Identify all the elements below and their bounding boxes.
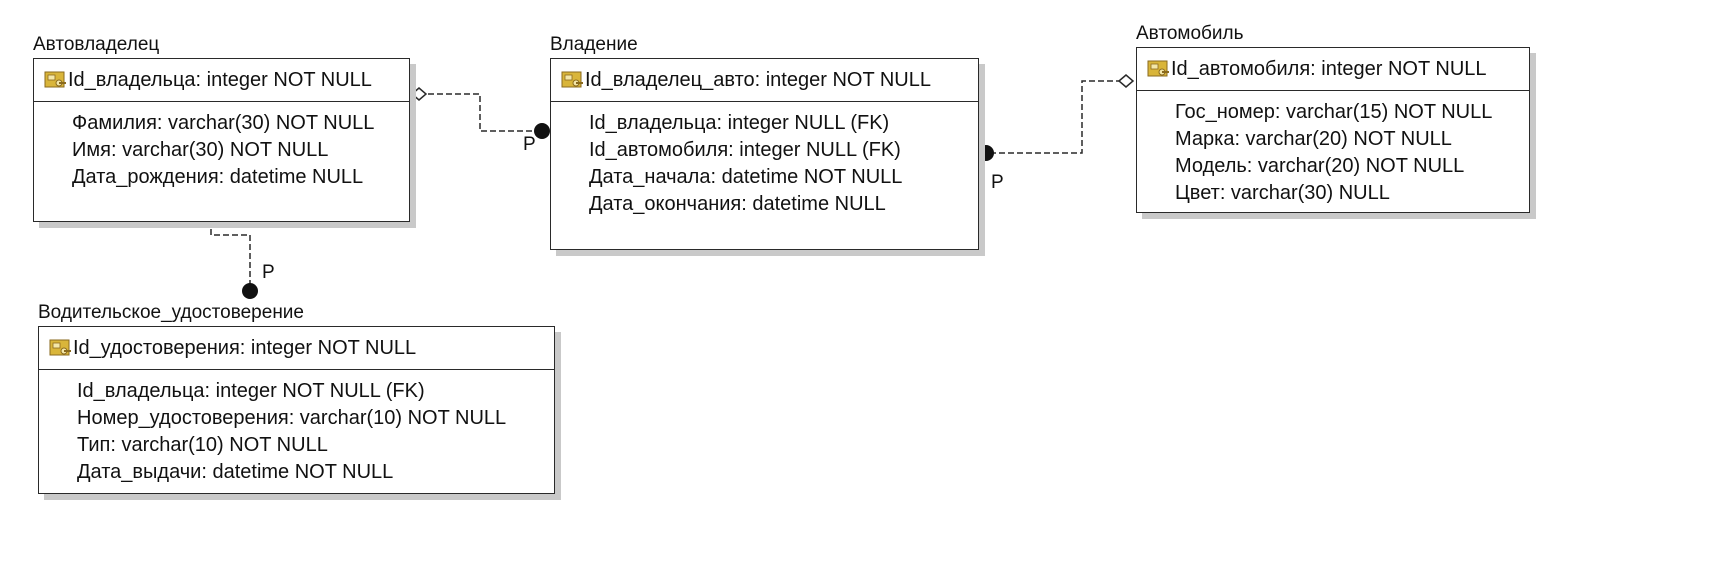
entity-car-box[interactable]: Id_автомобиля: integer NOT NULL Гос_номе… — [1136, 47, 1530, 213]
primary-key-icon — [44, 71, 66, 88]
attribute-row[interactable]: Гос_номер: varchar(15) NOT NULL — [1175, 101, 1493, 123]
entity-ownership-title: Владение — [550, 34, 638, 55]
entity-license[interactable]: Водительское_удостоверение Id_удостовере… — [38, 302, 555, 494]
attribute-row[interactable]: Фамилия: varchar(30) NOT NULL — [72, 112, 375, 134]
entity-car-pk-row[interactable]: Id_автомобиля: integer NOT NULL — [1137, 48, 1529, 91]
primary-key-icon — [1147, 60, 1169, 77]
relationship-dot-icon — [978, 145, 994, 161]
entity-car-title: Автомобиль — [1136, 23, 1244, 44]
primary-key-icon — [49, 339, 71, 356]
entity-license-pk-row[interactable]: Id_удостоверения: integer NOT NULL — [39, 327, 554, 370]
entity-car[interactable]: Автомобиль Id_автомобиля: integer NOT NU… — [1136, 23, 1530, 213]
relationship-dot-icon — [534, 123, 550, 139]
relationship-car-ownership — [978, 74, 1135, 161]
primary-key-icon — [561, 71, 583, 88]
relationship-dot-icon — [242, 283, 258, 299]
entity-car-pk: Id_автомобиля: integer NOT NULL — [1171, 57, 1487, 80]
relationship-label-owner-ownership: P — [523, 134, 536, 155]
entity-owner-pk-row[interactable]: Id_владельца: integer NOT NULL — [34, 59, 409, 102]
entity-ownership[interactable]: Владение Id_владелец_авто: integer NOT N… — [550, 34, 979, 250]
entity-owner-title: Автовладелец — [33, 34, 160, 55]
relationship-diamond-icon — [410, 87, 428, 101]
entity-car-attributes: Гос_номер: varchar(15) NOT NULL Марка: v… — [1137, 91, 1529, 215]
relationship-label-owner-license: P — [262, 262, 275, 283]
relationship-label-car-ownership: P — [991, 172, 1004, 193]
attribute-row[interactable]: Id_владельца: integer NULL (FK) — [589, 112, 890, 134]
entity-owner-attributes: Фамилия: varchar(30) NOT NULL Имя: varch… — [34, 102, 409, 199]
attribute-row[interactable]: Дата_рождения: datetime NULL — [72, 166, 364, 188]
attribute-row[interactable]: Дата_начала: datetime NOT NULL — [589, 166, 903, 188]
attribute-row[interactable]: Номер_удостоверения: varchar(10) NOT NUL… — [77, 407, 507, 429]
attribute-row[interactable]: Тип: varchar(10) NOT NULL — [77, 434, 328, 456]
entity-ownership-box[interactable]: Id_владелец_авто: integer NOT NULL Id_вл… — [550, 58, 979, 250]
attribute-row[interactable]: Id_владельца: integer NOT NULL (FK) — [77, 380, 425, 402]
attribute-row[interactable]: Модель: varchar(20) NOT NULL — [1175, 155, 1465, 177]
entity-owner[interactable]: Автовладелец Id_владельца: integer NOT N… — [33, 34, 410, 222]
attribute-row[interactable]: Дата_окончания: datetime NULL — [589, 193, 886, 215]
attribute-row[interactable]: Цвет: varchar(30) NULL — [1175, 182, 1390, 204]
relationship-diamond-icon — [1117, 74, 1135, 88]
entity-owner-box[interactable]: Id_владельца: integer NOT NULL Фамилия: … — [33, 58, 410, 222]
attribute-row[interactable]: Id_автомобиля: integer NULL (FK) — [589, 139, 901, 161]
attribute-row[interactable]: Дата_выдачи: datetime NOT NULL — [77, 461, 394, 483]
entity-owner-pk: Id_владельца: integer NOT NULL — [68, 68, 372, 91]
entity-license-box[interactable]: Id_удостоверения: integer NOT NULL Id_вл… — [38, 326, 555, 494]
entity-license-pk: Id_удостоверения: integer NOT NULL — [73, 336, 417, 359]
attribute-row[interactable]: Марка: varchar(20) NOT NULL — [1175, 128, 1452, 150]
entity-license-title: Водительское_удостоверение — [38, 302, 304, 323]
attribute-row[interactable]: Имя: varchar(30) NOT NULL — [72, 139, 329, 161]
entity-license-attributes: Id_владельца: integer NOT NULL (FK) Номе… — [39, 370, 554, 494]
relationship-owner-ownership — [410, 87, 550, 139]
entity-ownership-attributes: Id_владельца: integer NULL (FK) Id_автом… — [551, 102, 978, 226]
entity-ownership-pk: Id_владелец_авто: integer NOT NULL — [585, 68, 931, 91]
entity-ownership-pk-row[interactable]: Id_владелец_авто: integer NOT NULL — [551, 59, 978, 102]
